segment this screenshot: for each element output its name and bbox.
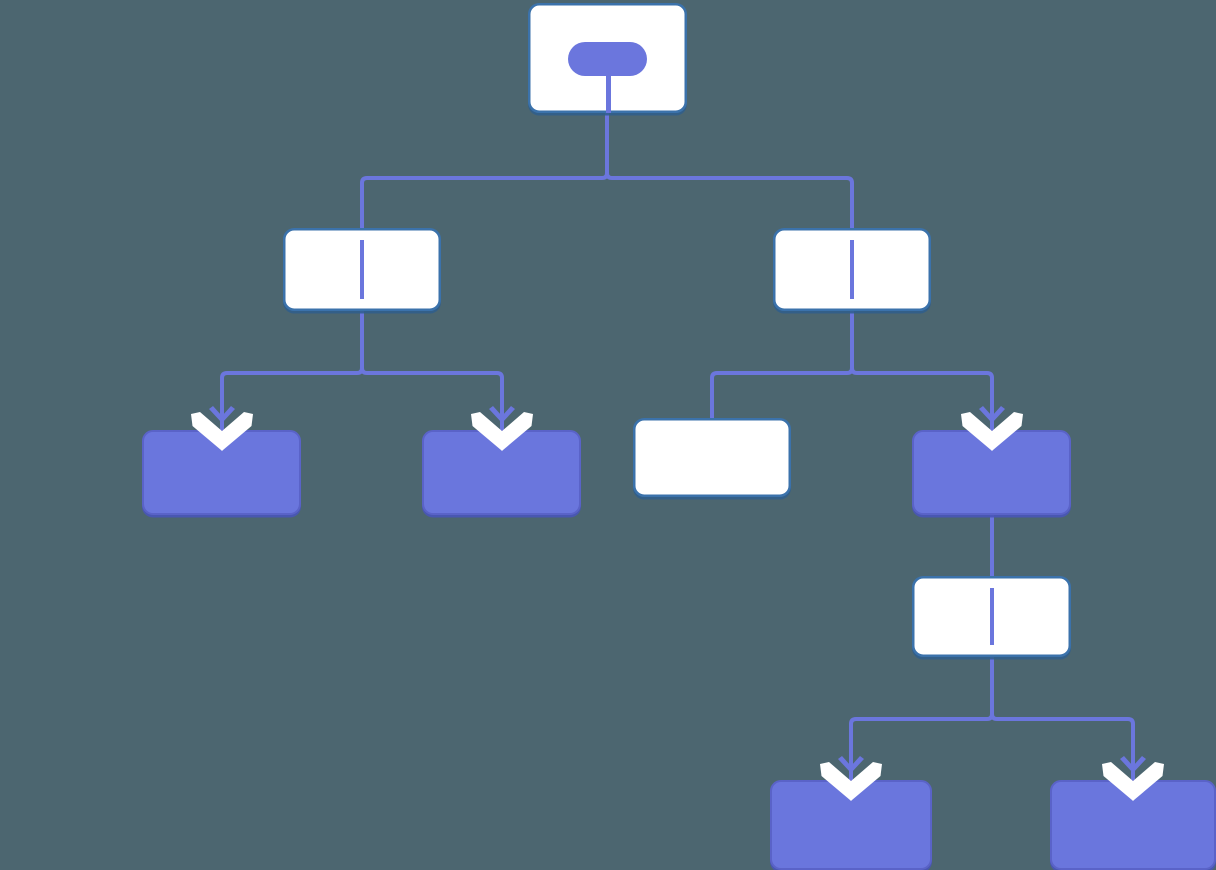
arrowhead-tip bbox=[209, 406, 235, 423]
terminal-node-white[interactable] bbox=[633, 418, 791, 497]
arrowhead-chevron-outer bbox=[191, 412, 253, 451]
arrowhead-stem bbox=[220, 400, 224, 420]
root-node-stem bbox=[606, 59, 611, 113]
edge-left-to-leaf2 bbox=[360, 311, 504, 438]
branch-node-left[interactable] bbox=[283, 228, 441, 311]
arrowhead-tip bbox=[979, 406, 1005, 423]
branch-node-right[interactable] bbox=[773, 228, 931, 311]
edge-right-to-purple bbox=[850, 311, 994, 438]
root-node[interactable] bbox=[528, 3, 687, 113]
arrowhead-tip bbox=[1120, 756, 1146, 773]
arrowhead-leaf-1 bbox=[191, 400, 253, 451]
arrowhead-leaf-purple bbox=[961, 400, 1023, 451]
arrowhead-layer bbox=[191, 400, 1164, 801]
arrowhead-chevron-outer bbox=[1102, 762, 1164, 801]
arrowhead-leaf-3 bbox=[820, 750, 882, 801]
arrowhead-tip bbox=[489, 406, 515, 423]
arrowhead-chevron-outer bbox=[471, 412, 533, 451]
arrowhead-stem bbox=[500, 400, 504, 420]
arrowhead-leaf-4 bbox=[1102, 750, 1164, 801]
edge-root-to-right bbox=[605, 113, 854, 228]
arrowhead-chevron-outer bbox=[961, 412, 1023, 451]
arrowhead-stem bbox=[990, 400, 994, 420]
arrowhead-leaf-2 bbox=[471, 400, 533, 451]
arrowhead-stem bbox=[849, 750, 853, 770]
arrowhead-stem bbox=[1131, 750, 1135, 770]
arrowhead-tip bbox=[838, 756, 864, 773]
arrowhead-chevron-outer bbox=[820, 762, 882, 801]
edge-layer-behind bbox=[220, 113, 1135, 788]
branch-node-lower-white[interactable] bbox=[912, 576, 1071, 657]
terminal-node-white-box[interactable] bbox=[633, 418, 791, 497]
edge-lower-to-leaf4 bbox=[990, 657, 1135, 788]
